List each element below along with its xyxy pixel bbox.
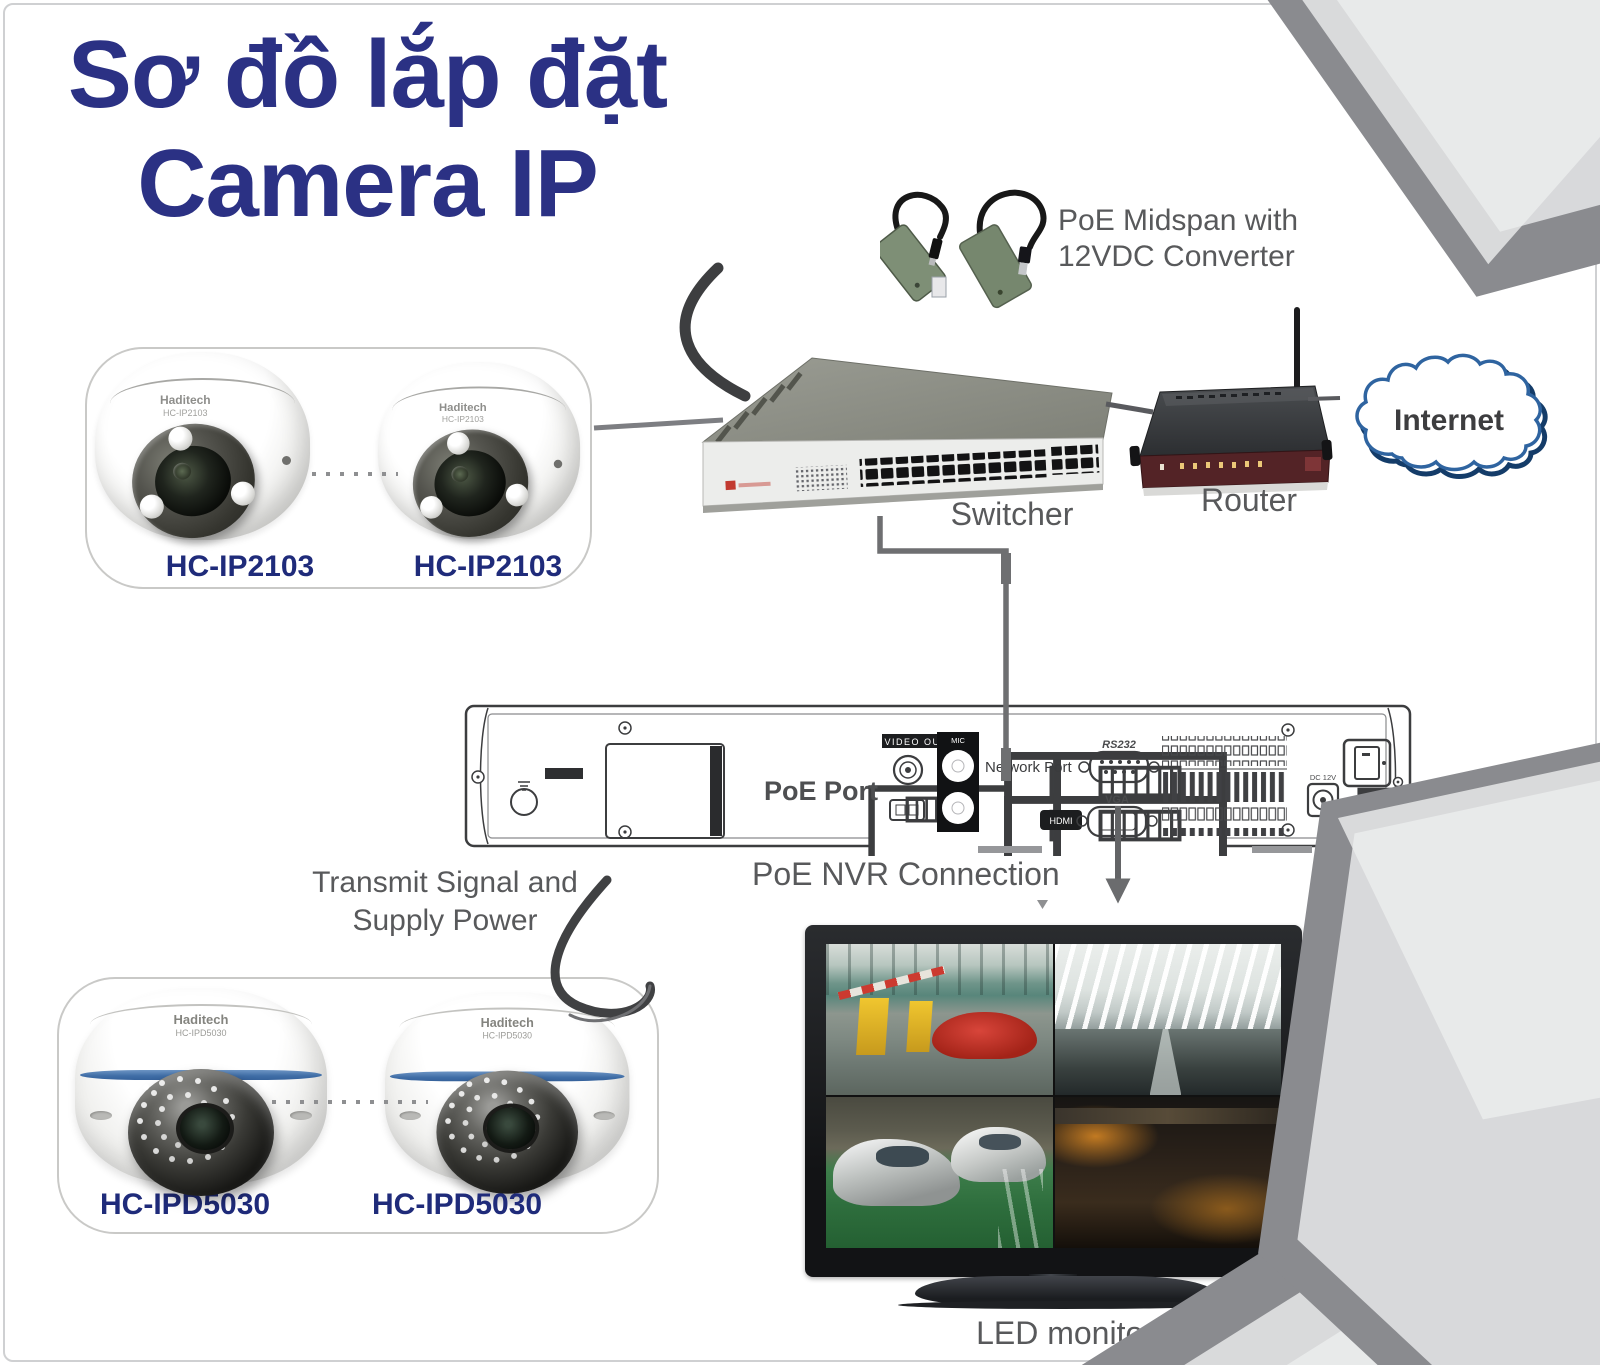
switch-illustration	[701, 357, 1113, 513]
monitor-stand-baseline	[898, 1301, 1228, 1309]
midspan-caption: PoE Midspan with 12VDC Converter	[1058, 204, 1299, 273]
small-arrow	[1037, 900, 1048, 909]
adapter-caption: Adapter DC 12V	[1400, 1125, 1510, 1198]
nvr-ground-terminal	[510, 788, 538, 816]
camera-dome	[127, 1068, 275, 1196]
alarm-terminal-block	[1162, 772, 1287, 836]
nvr-illustration: PoE Port VIDEO OUT MIC Network Port HDMI…	[464, 704, 1418, 856]
title-line2: Camera IP	[137, 130, 599, 238]
camera-vent	[289, 1110, 312, 1120]
nvr-dc12v-label: DC 12V	[1310, 773, 1336, 782]
dome-camera-hc-ipd5030-1: Haditech HC-IPD5030	[75, 988, 327, 1200]
dome-camera-hc-ip2103-1: Haditech HC-IP2103	[95, 352, 310, 552]
router-illustration	[1129, 307, 1333, 496]
camera-vent	[593, 1111, 615, 1120]
camera-brand: Haditech	[480, 1015, 534, 1031]
camera-group-top-box	[85, 347, 592, 589]
switch-led-grid	[794, 464, 848, 492]
nvr-vga-label: VGA	[1105, 794, 1129, 806]
camera-caption-top-2: HC-IP2103	[413, 550, 563, 583]
dc-plug	[1388, 1086, 1402, 1110]
camera-vent	[399, 1111, 421, 1120]
camera-caption-bottom-2: HC-IPD5030	[372, 1188, 543, 1221]
camera-model: HC-IPD5030	[175, 1028, 227, 1039]
camera-feed-4	[1054, 1097, 1281, 1248]
internet-cloud: Internet	[1355, 353, 1548, 479]
transmit-caption: Transmit Signal and Supply Power	[312, 866, 578, 937]
camera-lens	[176, 1102, 234, 1155]
red-car	[932, 1011, 1037, 1059]
switcher-caption: Switcher	[950, 496, 1074, 532]
power-led	[1449, 1019, 1461, 1031]
router-caption: Router	[1200, 482, 1298, 518]
mic-out-jack	[942, 750, 974, 782]
camera-brand: Haditech	[439, 400, 487, 414]
nvr-poe-block	[605, 743, 725, 839]
camera-screw	[553, 459, 562, 469]
nvr-hdmi-label: HDMI	[1050, 816, 1073, 826]
camera-group-bottom-box	[57, 977, 659, 1234]
ir-led-array	[450, 1084, 457, 1091]
camera-model: HC-IP2103	[441, 414, 484, 424]
quad-view-screen	[826, 944, 1281, 1248]
camera-feed-2	[1054, 944, 1281, 1095]
camera-feed-3	[826, 1097, 1053, 1248]
poe-midspan-illustration	[880, 189, 1047, 309]
dome-camera-hc-ip2103-2: Haditech HC-IP2103	[378, 362, 581, 550]
parked-car	[832, 1139, 960, 1206]
camera-feed-1	[826, 944, 1053, 1095]
nvr-poe-port-label: PoE Port	[764, 776, 878, 806]
nvr-mic-label: MIC	[951, 736, 965, 745]
midspan-rj45-tail	[931, 276, 947, 298]
diagram-title: Sơ đồ lắp đặt Camera IP	[45, 20, 690, 239]
adapter-label	[1437, 1037, 1473, 1093]
camera-caption-top-1: HC-IP2103	[165, 550, 315, 583]
camera-screw	[281, 456, 291, 465]
camera-model: HC-IP2103	[163, 407, 208, 418]
network-port	[1360, 790, 1418, 856]
camera-lens	[483, 1103, 540, 1154]
switch-logo	[725, 480, 736, 491]
adapter-illustration	[1348, 1003, 1483, 1112]
led-monitor	[805, 925, 1302, 1277]
led-monitor-caption: LED monitor	[976, 1315, 1154, 1351]
camera-vent	[90, 1110, 113, 1120]
camera-dome	[436, 1070, 579, 1194]
internet-label: Internet	[1394, 404, 1504, 437]
nvr-network-port-label: Network Port	[985, 759, 1073, 776]
camera-brand: Haditech	[173, 1012, 229, 1028]
nvr-aux-port-label	[545, 768, 583, 779]
nvr-rs232-label: RS232	[1102, 739, 1136, 751]
mic-in-jack	[942, 792, 974, 824]
title-line1: Sơ đồ lắp đặt	[67, 21, 668, 128]
ir-led-array	[142, 1083, 149, 1090]
camera-brand: Haditech	[159, 393, 211, 407]
alarm-terminal-row	[1162, 736, 1287, 766]
switch-uplink-ports	[1051, 444, 1100, 475]
poe-nvr-connection-caption: PoE NVR Connection	[752, 856, 1060, 892]
camera-model: HC-IPD5030	[482, 1031, 532, 1041]
dome-camera-hc-ipd5030-2: Haditech HC-IPD5030	[385, 992, 630, 1198]
